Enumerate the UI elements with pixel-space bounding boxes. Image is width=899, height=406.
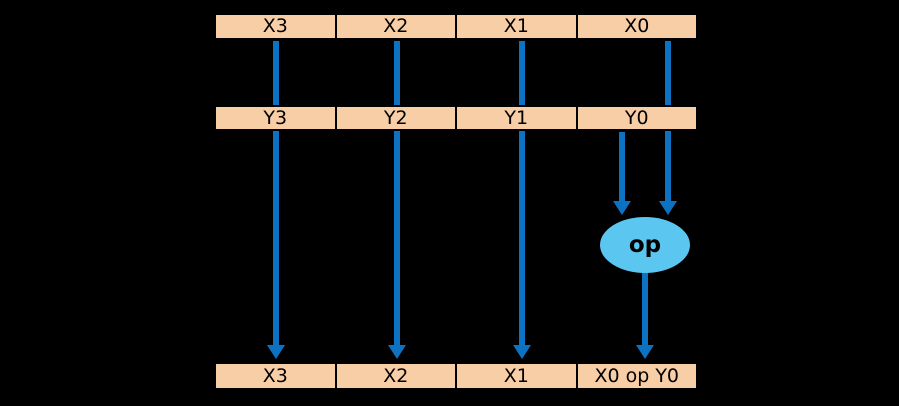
register-cell-y0: Y0 [575, 107, 697, 129]
arrow-op-to-result [642, 271, 648, 346]
arrow-x1-to-result [519, 41, 525, 346]
register-cell-y3: Y3 [263, 106, 288, 129]
register-cell-y2: Y2 [334, 107, 456, 129]
register-row-x: X3 X2 X1 X0 [214, 13, 698, 40]
arrow-x3-to-result [273, 41, 279, 346]
register-cell-x3: X3 [262, 15, 288, 37]
register-cell-x1: X1 [455, 15, 576, 38]
result-cell-x1: X1 [455, 364, 576, 388]
op-ellipse: op [600, 217, 690, 273]
arrow-y0-to-op [619, 132, 625, 202]
register-cell-y1: Y1 [455, 107, 576, 129]
result-cell-x0-op-y0: X0 op Y0 [575, 364, 697, 388]
result-cell-x3: X3 [262, 364, 288, 387]
register-cell-x2: X2 [334, 15, 456, 38]
register-row-result: X3 X2 X1 X0 op Y0 [214, 362, 698, 390]
arrow-x2-to-result [394, 41, 400, 346]
op-label: op [628, 231, 662, 258]
register-row-y: Y3 Y2 Y1 Y0 [214, 105, 698, 131]
result-cell-x2: X2 [334, 364, 456, 388]
register-cell-x0: X0 [575, 15, 697, 38]
